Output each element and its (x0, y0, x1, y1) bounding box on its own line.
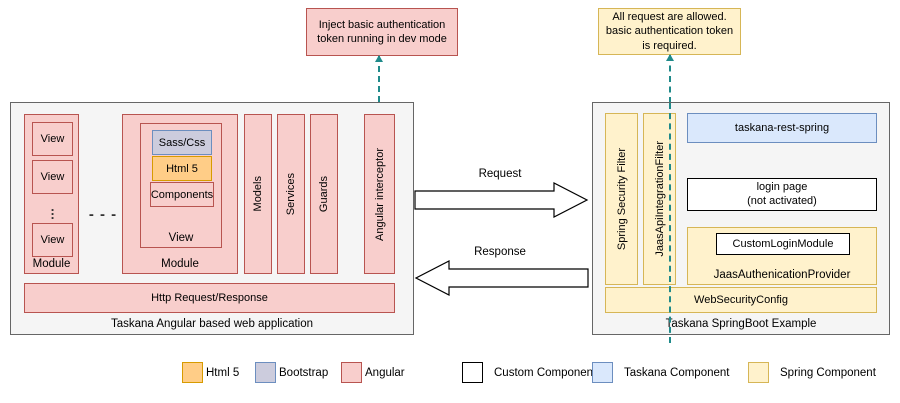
legend-label-spring-component: Spring Component (780, 366, 876, 379)
ellipsis-dot-3: . (50, 207, 55, 222)
legend-swatch-html5 (182, 362, 203, 383)
models-column[interactable]: Models (244, 114, 272, 274)
guards-column-label: Guards (318, 175, 330, 213)
module-simple[interactable]: View View . . . View Module (24, 114, 79, 274)
request-arrow (414, 182, 589, 218)
angular-interceptor-column[interactable]: Angular interceptor (364, 114, 395, 274)
view-box-2[interactable]: View (32, 160, 73, 194)
angular-interceptor-label: Angular interceptor (373, 147, 386, 241)
request-arrow-label: Request (478, 168, 522, 180)
legend-item-html5: Html 5 (182, 362, 239, 383)
view-box-1[interactable]: View (32, 122, 73, 156)
jaas-api-integration-filter-label: JaasApiIntegrationFilter (653, 141, 666, 257)
login-page-box[interactable]: login page (not activated) (687, 178, 877, 211)
jaas-api-integration-filter[interactable]: JaasApiIntegrationFilter (643, 113, 676, 285)
springboot-panel-caption: Taskana SpringBoot Example (665, 318, 817, 330)
module-simple-label: Module (32, 258, 71, 270)
services-column-label: Services (285, 172, 297, 216)
html5-box[interactable]: Html 5 (152, 156, 212, 181)
web-security-config-box[interactable]: WebSecurityConfig (605, 287, 877, 313)
legend-swatch-angular (341, 362, 362, 383)
models-column-label: Models (252, 176, 264, 212)
spring-security-filter-label: Spring Security Filter (615, 147, 628, 251)
spring-boundary-dashed-line (669, 103, 671, 343)
legend-swatch-spring-component (748, 362, 769, 383)
module-detailed-label: Module (161, 258, 199, 270)
legend-item-custom-component: Custom Component (462, 362, 596, 383)
login-page-line-1: login page (756, 180, 808, 193)
springboot-example-panel: Spring Security Filter JaasApiIntegratio… (592, 102, 890, 335)
ellipsis-dot-1: . (50, 199, 55, 214)
response-arrow (414, 260, 589, 296)
jaas-authentication-provider-box[interactable]: CustomLoginModule JaasAuthenicationProvi… (687, 227, 877, 285)
spring-callout-arrowhead (666, 54, 674, 61)
views-vertical-ellipsis: . . . (32, 198, 73, 224)
view-box-3[interactable]: View (32, 223, 73, 257)
legend-swatch-custom-component (462, 362, 483, 383)
legend-label-html5: Html 5 (206, 366, 240, 379)
view-detailed-label: View (168, 232, 194, 244)
jaas-authentication-provider-label: JaasAuthenicationProvider (713, 269, 851, 281)
legend-label-custom-component: Custom Component (494, 366, 597, 379)
legend-item-bootstrap: Bootstrap (255, 362, 328, 383)
angular-callout-note: Inject basic authentication token runnin… (306, 8, 458, 56)
login-page-line-2: (not activated) (747, 194, 817, 207)
http-request-response-bar[interactable]: Http Request/Response (24, 283, 395, 313)
guards-column[interactable]: Guards (310, 114, 338, 274)
sass-css-box[interactable]: Sass/Css (152, 130, 212, 155)
module-detailed[interactable]: Sass/Css Html 5 Components View Module (122, 114, 238, 274)
legend-swatch-taskana-component (592, 362, 613, 383)
spring-security-filter[interactable]: Spring Security Filter (605, 113, 638, 285)
legend-swatch-bootstrap (255, 362, 276, 383)
legend-label-angular: Angular (365, 366, 405, 379)
legend-item-spring-component: Spring Component (748, 362, 876, 383)
components-box[interactable]: Components (150, 182, 214, 207)
angular-application-panel: View View . . . View Module - - - Sass/C… (10, 102, 414, 335)
angular-panel-caption: Taskana Angular based web application (110, 318, 314, 330)
module-separator-dots: - - - (88, 205, 118, 223)
legend-item-taskana-component: Taskana Component (592, 362, 729, 383)
legend-label-taskana-component: Taskana Component (624, 366, 730, 379)
ellipsis-dot-2: . (50, 203, 55, 218)
view-detailed-box[interactable]: Sass/Css Html 5 Components View (140, 123, 222, 248)
legend-label-bootstrap: Bootstrap (279, 366, 329, 379)
services-column[interactable]: Services (277, 114, 305, 274)
angular-callout-connector (378, 56, 380, 102)
angular-callout-arrowhead (375, 55, 383, 62)
spring-callout-note: All request are allowed. basic authentic… (598, 8, 741, 55)
spring-callout-connector (669, 55, 671, 103)
response-arrow-label: Response (474, 246, 526, 258)
legend-item-angular: Angular (341, 362, 405, 383)
custom-login-module-box[interactable]: CustomLoginModule (716, 233, 850, 255)
taskana-rest-spring-box[interactable]: taskana-rest-spring (687, 113, 877, 143)
